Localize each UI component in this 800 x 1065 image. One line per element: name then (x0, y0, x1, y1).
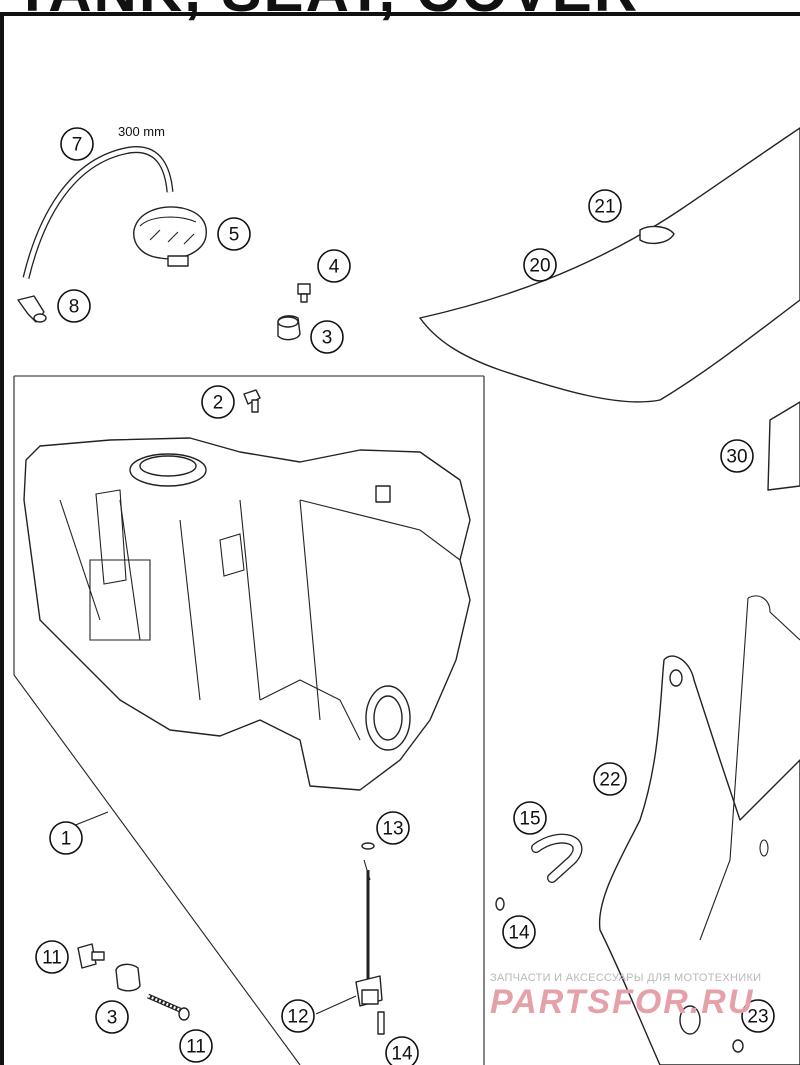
svg-text:22: 22 (599, 770, 620, 791)
svg-text:21: 21 (594, 197, 615, 218)
callout-2: 2 (201, 385, 235, 419)
svg-text:5: 5 (229, 225, 240, 246)
callout-7: 7 (60, 127, 94, 161)
seat-decal (639, 225, 675, 245)
diagram-border (0, 12, 800, 1065)
seat-bracket-part-30 (767, 401, 800, 491)
svg-text:8: 8 (69, 297, 80, 318)
bolt-part-2 (243, 389, 261, 413)
callout-21: 21 (588, 189, 622, 223)
svg-text:11: 11 (42, 948, 62, 969)
callout-30: 30 (720, 439, 754, 473)
hose-clip (495, 897, 505, 911)
filler-cap (133, 206, 207, 267)
spacer-part-3-upper (277, 315, 301, 341)
svg-text:2: 2 (213, 393, 224, 414)
callout-3-lower: 3 (95, 1000, 129, 1034)
o-ring-part-12 (361, 842, 375, 850)
fastener-part-23 (732, 1039, 744, 1053)
svg-text:11: 11 (186, 1037, 206, 1058)
svg-text:20: 20 (529, 256, 550, 277)
hose-elbow (17, 295, 47, 323)
callout-20: 20 (523, 248, 557, 282)
callout-14: 14 (502, 915, 536, 949)
bolt-part-9 (77, 943, 105, 969)
callout-23: 23 (741, 999, 775, 1033)
callout-4: 4 (317, 249, 351, 283)
svg-text:30: 30 (726, 447, 747, 468)
callout-3-upper: 3 (310, 320, 344, 354)
svg-text:13: 13 (382, 819, 403, 840)
bolt-part-4 (297, 283, 311, 303)
callout-15: 15 (513, 801, 547, 835)
svg-text:14: 14 (391, 1044, 413, 1065)
callout-5: 5 (217, 217, 251, 251)
fuel-tank (23, 437, 471, 791)
svg-text:1: 1 (61, 829, 72, 850)
screw-part-13 (377, 1011, 385, 1035)
callout-9: 11 (35, 940, 69, 974)
inset-box-left (13, 376, 301, 1065)
svg-text:23: 23 (747, 1007, 768, 1028)
callout-12: 13 (376, 811, 410, 845)
svg-text:4: 4 (329, 257, 340, 278)
svg-text:15: 15 (519, 809, 540, 830)
fuel-tap (355, 859, 383, 1007)
callout-13: 14 (385, 1036, 419, 1065)
screw-part-10 (146, 993, 190, 1021)
spacer-part-3-lower (115, 963, 141, 992)
svg-text:12: 12 (287, 1007, 308, 1028)
svg-text:7: 7 (72, 135, 83, 156)
side-cover (598, 595, 800, 1065)
callout-11: 12 (281, 999, 315, 1033)
svg-text:3: 3 (107, 1008, 118, 1029)
svg-text:14: 14 (508, 923, 530, 944)
hose-length-note: 300 mm (118, 124, 165, 139)
watermark-brand: PARTSFOR.RU (490, 983, 755, 1021)
watermark-caption: ЗАПЧАСТИ И АКСЕССУАРЫ ДЛЯ МОТОТЕХНИКИ (490, 972, 762, 984)
callout-22: 22 (593, 762, 627, 796)
callout-10: 11 (179, 1029, 213, 1063)
callout-1: 1 (49, 821, 83, 855)
svg-text:3: 3 (322, 328, 333, 349)
seat (419, 127, 800, 403)
callout-8: 8 (57, 289, 91, 323)
